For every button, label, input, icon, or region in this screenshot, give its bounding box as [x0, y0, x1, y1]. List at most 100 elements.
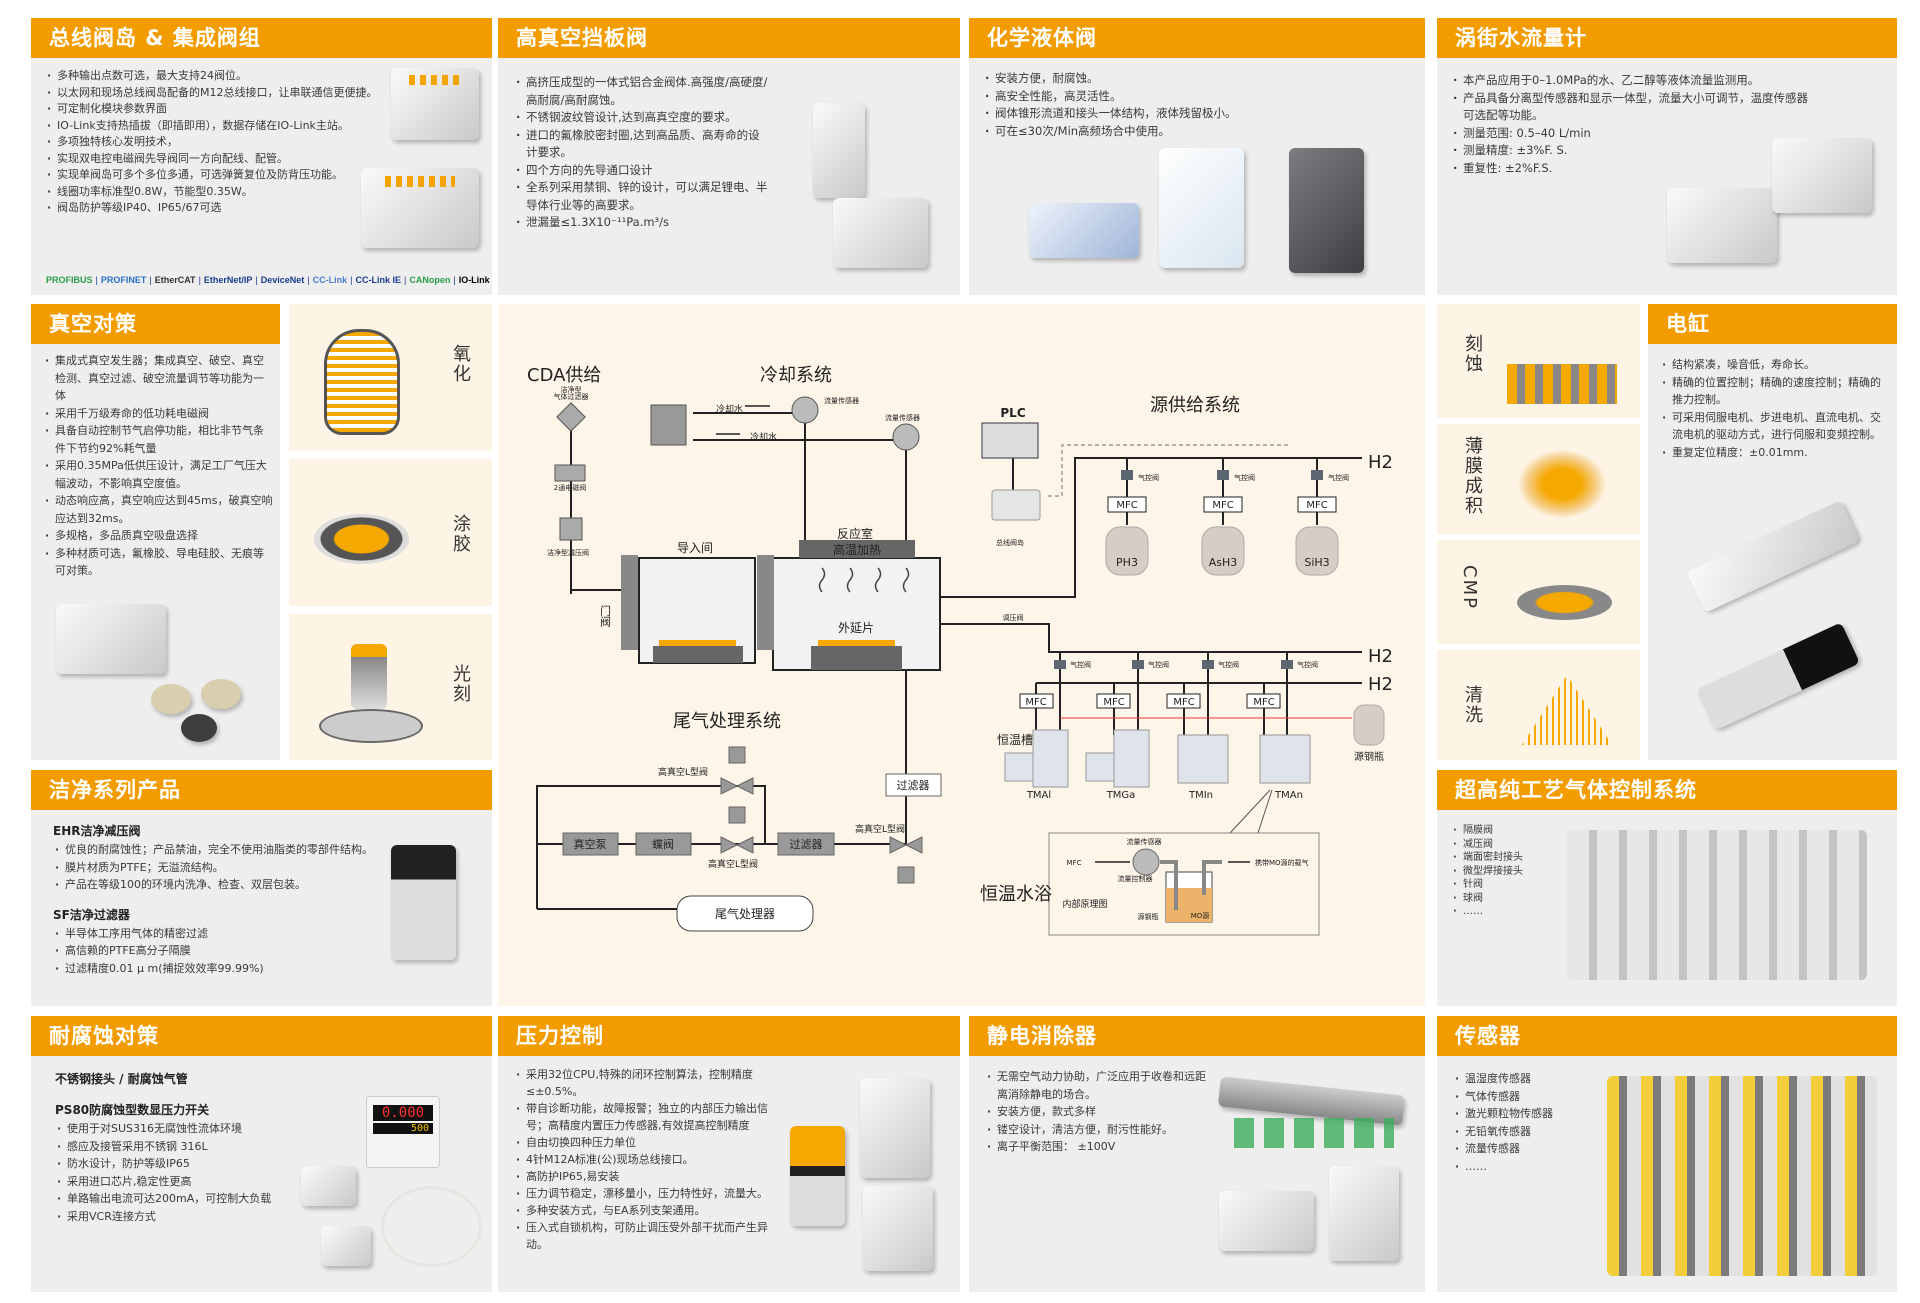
- list-item: 过滤精度0.01 μ m(捕捉效效率99.99%): [53, 960, 383, 978]
- l-valve-icon: [720, 836, 754, 854]
- list-item: 采用0.35MPa低供压设计，满足工厂气压大幅波动，不影响真空度值。: [43, 457, 273, 492]
- electro-pneumatic-regulator-image: [860, 1078, 930, 1178]
- panel-sensors: 传感器 温湿度传感器气体传感器激光颗粒物传感器无铅氧传感器流量传感器……: [1437, 1016, 1897, 1292]
- feature-list: 安装方便，耐腐蚀。高安全性能，高灵活性。阀体锥形流道和接头一体结构，液体残留极小…: [983, 70, 1403, 140]
- process-label: 清洗: [1462, 685, 1483, 725]
- wafer-pedestal: [653, 646, 743, 663]
- list-item: 采用32位CPU,特殊的闭环控制算法，控制精度≤±0.5%。: [514, 1066, 782, 1100]
- ion-emitters-icon: [1234, 1118, 1394, 1148]
- thermostat-bath-icon: [1259, 734, 1311, 784]
- product-name: PS80防腐蚀型数显压力开关: [55, 1103, 210, 1117]
- gate-valve-icon: [757, 555, 774, 650]
- list-item: 产品具备分离型传感器和显示一体型，流量大小可调节，温度传感器可选配等功能。: [1451, 90, 1811, 125]
- wafer-pedestal: [811, 646, 902, 670]
- cooling-title: 冷却系统: [760, 365, 832, 386]
- diagram-label: PH3: [1116, 556, 1138, 569]
- list-item: 以太网和现场总线阀岛配备的M12总线接口，让串联通信更便捷。: [45, 85, 405, 102]
- protocol-logos: PROFIBUS|PROFINET|EtherCAT|EtherNet/IP|D…: [46, 275, 490, 285]
- diagram-label: 高真空L型阀: [708, 858, 758, 870]
- exhaust-title: 尾气处理系统: [673, 711, 781, 732]
- list-item: 全系列采用禁铜、锌的设计，可以满足锂电、半导体行业等的高要求。: [514, 179, 769, 214]
- panel-clean-products: 洁净系列产品 EHR洁净减压阀 优良的耐腐蚀性；产品禁油，完全不使用油脂类的零部…: [31, 770, 492, 1006]
- panel-electric-cylinder: 电缸 结构紧凑，噪音低，寿命长。精确的位置控制；精确的速度控制；精确的推力控制。…: [1648, 304, 1897, 760]
- diagram-label: 气控阀: [1148, 660, 1169, 669]
- diagram-label: 尾气处理器: [715, 906, 775, 921]
- list-item: 实现单阀岛可多个多位多通，可选弹簧复位及防背压功能。: [45, 167, 405, 184]
- list-item: 自由切换四种压力单位: [514, 1134, 782, 1151]
- gate-valve-icon: [621, 555, 638, 650]
- display-setpoint: 500: [373, 1123, 433, 1134]
- process-label: CMP: [1459, 565, 1480, 610]
- panel-ultra-pure-gas: 超高纯工艺气体控制系统 隔膜阀减压阀端面密封接头微型焊接接头针阀球阀……: [1437, 770, 1897, 1006]
- list-item: 微型焊接接头: [1451, 865, 1571, 879]
- logo-ethernet-ip: EtherNet/IP: [203, 275, 253, 285]
- logo-cc-link: CC-Link: [312, 275, 348, 285]
- list-item: 半导体工序用气体的精密过滤: [53, 925, 383, 943]
- source-title: 源供给系统: [1150, 395, 1240, 416]
- list-item: 可采用伺服电机、步进电机、直流电机、交流电机的驱动方式，进行伺服和变频控制。: [1660, 409, 1885, 444]
- scrubber-box: [676, 895, 814, 932]
- diagram-label: MFC: [1253, 697, 1274, 708]
- list-item: 多种安装方式，与EA系列支架通用。: [514, 1202, 782, 1219]
- diagram-label: 气控阀: [1234, 473, 1255, 482]
- list-item: 多种输出点数可选，最大支持24阀位。: [45, 68, 405, 85]
- process-coating: 涂胶: [289, 459, 492, 606]
- diagram-label: 过滤器: [897, 779, 930, 792]
- ptfe-valve-image: [1159, 148, 1244, 268]
- list-item: 测量范围: 0.5–40 L/min: [1451, 125, 1811, 143]
- valve-island-image: [361, 168, 479, 248]
- panel-chemical-valve: 化学液体阀 安装方便，耐腐蚀。高安全性能，高灵活性。阀体锥形流道和接头一体结构，…: [969, 18, 1425, 295]
- list-item: 多规格，多品质真空吸盘选择: [43, 527, 273, 545]
- feature-list: 优良的耐腐蚀性；产品禁油，完全不使用油脂类的零部件结构。膜片材质为PTFE；无溢…: [53, 841, 383, 894]
- gas-cylinder-icon: [1295, 526, 1339, 576]
- panel-static-eliminator: 静电消除器 无需空气动力协助，广泛应用于收卷和远距离消除静电的场合。安装方便，款…: [969, 1016, 1425, 1292]
- list-item: 感应及接管采用不锈钢 316L: [55, 1138, 295, 1156]
- list-item: 高防护IP65,易安装: [514, 1168, 782, 1185]
- clean-regulator-image: [391, 845, 456, 960]
- diagram-label: 高温加热: [833, 542, 881, 557]
- diagram-label: MFC: [1116, 500, 1137, 511]
- list-item: 安装方便，耐腐蚀。: [983, 70, 1403, 88]
- list-item: 进口的氟橡胶密封圈,达到高品质、高寿命的设计要求。: [514, 127, 769, 162]
- diagram-label: 源钢瓶: [1354, 750, 1384, 763]
- electric-cylinder-image: [1686, 500, 1860, 613]
- diagram-label: MO源: [1191, 911, 1210, 920]
- stainless-fitting-image: [321, 1226, 371, 1266]
- solenoid-valve-image: [1289, 148, 1364, 273]
- list-item: 使用于对SUS316无腐蚀性流体环境: [55, 1120, 295, 1138]
- list-item: IO-Link支持热插拔（即插即用），数据存储在IO-Link主站。: [45, 118, 405, 135]
- sensors-image: [1607, 1076, 1877, 1276]
- list-item: 高安全性能，高灵活性。: [983, 88, 1403, 106]
- list-item: 4针M12A标准(公)现场总线接口。: [514, 1151, 782, 1168]
- diagram-label: 气控阀: [1070, 660, 1091, 669]
- diagram-label: 外延片: [838, 621, 874, 635]
- list-item: 压力调节稳定，漂移量小，压力特性好，流量大。: [514, 1185, 782, 1202]
- diagram-label: 导入间: [677, 541, 713, 555]
- filter-box: [777, 832, 835, 856]
- panel-title: 高真空挡板阀: [498, 18, 960, 58]
- logo-profibus: PROFIBUS: [46, 275, 93, 285]
- source-cylinder-icon: [1353, 704, 1385, 746]
- diagram-label: 洁净型减压阀: [547, 548, 589, 557]
- suction-cup-image: [201, 679, 241, 709]
- panel-title: 传感器: [1437, 1016, 1897, 1056]
- list-item: 可定制化模块参数界面: [45, 101, 405, 118]
- process-diagram-svg: CDA供给 冷却系统 源供给系统 尾气处理系统 恒温水浴 洁净型 气体过滤器 2…: [527, 365, 1393, 936]
- list-item: 阀岛防护等级IP40、IP65/67可选: [45, 200, 405, 217]
- angle-valve-image: [813, 103, 865, 198]
- product-list: 隔膜阀减压阀端面密封接头微型焊接接头针阀球阀……: [1451, 824, 1571, 919]
- flow-sensor-icon: [791, 396, 819, 424]
- diagram-label: SiH3: [1304, 556, 1329, 569]
- diagram-label: 真空泵: [574, 837, 607, 851]
- list-item: 减压阀: [1451, 838, 1571, 852]
- lithography-lens-icon: [351, 644, 387, 709]
- panel-vacuum: 真空对策 集成式真空发生器；集成真空、破空、真空检测、真空过滤、破空流量调节等功…: [31, 304, 280, 760]
- diagram-label: 蝶阀: [652, 837, 674, 851]
- plc-icon: [981, 422, 1039, 459]
- bath-title: 恒温水浴: [980, 884, 1052, 905]
- cleaning-spray-icon: [1522, 675, 1612, 745]
- list-item: 重复性: ±2%F.S.: [1451, 160, 1811, 178]
- list-item: 高信赖的PTFE高分子隔膜: [53, 942, 383, 960]
- manifold-valve-image: [1029, 203, 1139, 258]
- tubing-image: [381, 1186, 482, 1267]
